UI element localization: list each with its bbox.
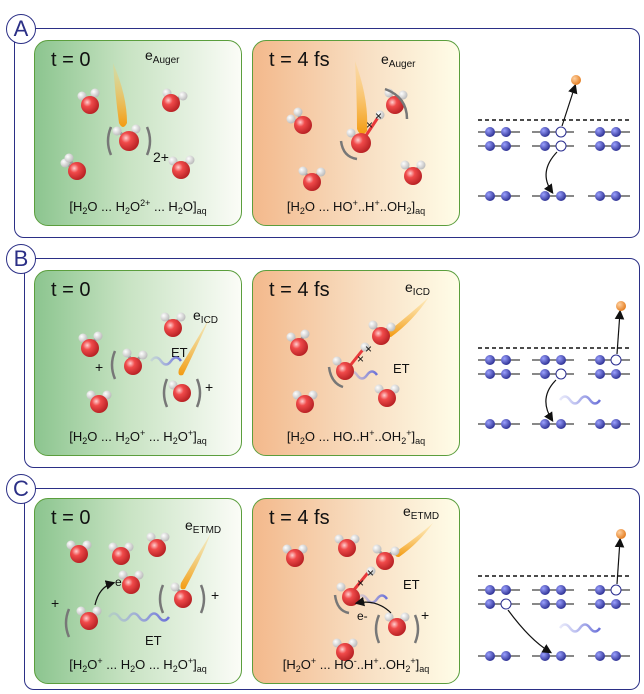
water-molecule <box>162 88 188 112</box>
section-a-t4-panel: t = 4 fs eAuger × × [H2O ... HO+..H+..OH… <box>252 40 460 226</box>
water-molecule <box>332 638 358 661</box>
molecules-svg: × × <box>286 297 429 413</box>
svg-text:×: × <box>367 566 374 580</box>
svg-text:×: × <box>375 109 382 123</box>
electron-label: eICD <box>193 307 219 326</box>
auger-plume <box>113 63 127 127</box>
time-label: t = 0 <box>51 279 91 301</box>
section-c-frame <box>24 488 640 690</box>
et-label: ET <box>393 361 410 376</box>
water-molecule-ionized <box>384 612 410 636</box>
water-molecule <box>334 534 360 557</box>
charge-label: + <box>51 595 60 611</box>
water-molecule <box>118 570 144 594</box>
water-molecule-ionized <box>346 128 371 153</box>
water-molecule <box>292 390 318 413</box>
molecules-svg: × × <box>282 523 433 661</box>
water-molecule <box>286 107 312 134</box>
svg-text:×: × <box>357 576 364 590</box>
et-label: ET <box>171 345 188 360</box>
water-molecule <box>384 88 408 114</box>
water-molecule <box>60 153 86 180</box>
electron-label: eICD <box>405 279 431 298</box>
water-molecule <box>86 390 112 413</box>
electron-label: eAuger <box>381 51 416 70</box>
charge-label: + <box>205 379 214 395</box>
et-label: ET <box>145 633 162 648</box>
section-b-t0-panel: t = 0 eICD + + ET [H2O ... H2O+ ... H2O+… <box>34 270 242 456</box>
water-molecule-ionized <box>122 348 148 375</box>
water-molecule <box>168 155 195 179</box>
water-molecule <box>286 329 310 356</box>
time-label: t = 4 fs <box>269 507 330 529</box>
electron-label: eETMD <box>185 517 222 536</box>
section-b-frame <box>24 258 640 468</box>
formula: [H2O+ ... H2O ... H2O+]aq <box>69 656 207 674</box>
charge-label: 2+ <box>153 149 169 165</box>
charge-label: + <box>211 587 220 603</box>
time-label: t = 4 fs <box>269 49 330 71</box>
auger-plume <box>355 61 368 135</box>
time-label: t = 0 <box>51 49 91 71</box>
svg-text:×: × <box>357 352 364 366</box>
molecules-svg <box>78 312 211 413</box>
water-molecule <box>298 166 326 191</box>
water-molecule <box>374 384 400 407</box>
electron-label: eETMD <box>403 503 440 522</box>
charge-label: + <box>421 607 430 623</box>
formula: [H2O ... HO..H+..OH2+]aq <box>286 428 426 446</box>
water-molecule-ionized <box>112 124 141 151</box>
water-molecule <box>78 331 103 357</box>
water-molecule <box>77 88 100 114</box>
section-a-frame <box>14 28 640 238</box>
water-molecule <box>160 312 186 337</box>
et-label: ET <box>403 577 420 592</box>
molecules-svg <box>64 532 211 638</box>
time-label: t = 4 fs <box>269 279 330 301</box>
e-minus-label: e- <box>115 575 126 589</box>
section-c-label: C <box>6 474 36 504</box>
water-molecule-ionized <box>168 380 191 402</box>
water-molecule <box>400 160 426 185</box>
section-c-t4-panel: t = 4 fs eETMD + - e- ET × × [H2O+ ... H… <box>252 498 460 684</box>
water-molecule <box>146 532 170 557</box>
section-c-t0-panel: t = 0 eETMD + + e- ET [H2O+ ... H2O ... … <box>34 498 242 684</box>
svg-text:×: × <box>366 118 373 132</box>
molecules-svg: × × <box>286 61 426 191</box>
water-molecule <box>282 544 308 567</box>
e-minus-label: e- <box>357 609 368 623</box>
water-molecule-ionized <box>170 582 192 608</box>
section-b-label: B <box>6 244 36 274</box>
water-molecule-ionized <box>332 356 354 380</box>
formula: [H2O+ ... HO-..H+..OH2+]aq <box>282 656 430 674</box>
section-b-t4-panel: t = 4 fs eICD ET × × [H2O ... HO..H+..OH… <box>252 270 460 456</box>
time-label: t = 0 <box>51 507 91 529</box>
formula: [H2O ... H2O+ ... H2O+]aq <box>69 428 207 446</box>
water-molecule <box>108 542 134 565</box>
charge-label: + <box>95 359 104 375</box>
water-molecule <box>66 540 92 563</box>
electron-label: eAuger <box>145 47 180 66</box>
water-molecule-ionized <box>372 544 400 570</box>
section-a-t0-panel: t = 0 eAuger 2+ [H2O ... H2O2+ ... H2O]a… <box>34 40 242 226</box>
svg-text:×: × <box>365 342 372 356</box>
molecules-svg <box>60 63 195 180</box>
water-molecule-ionized <box>368 320 396 345</box>
section-a-label: A <box>6 14 36 44</box>
formula: [H2O ... HO+..H+..OH2]aq <box>286 198 426 216</box>
formula: [H2O ... H2O2+ ... H2O]aq <box>69 198 207 216</box>
water-molecule-ionized <box>76 606 102 630</box>
